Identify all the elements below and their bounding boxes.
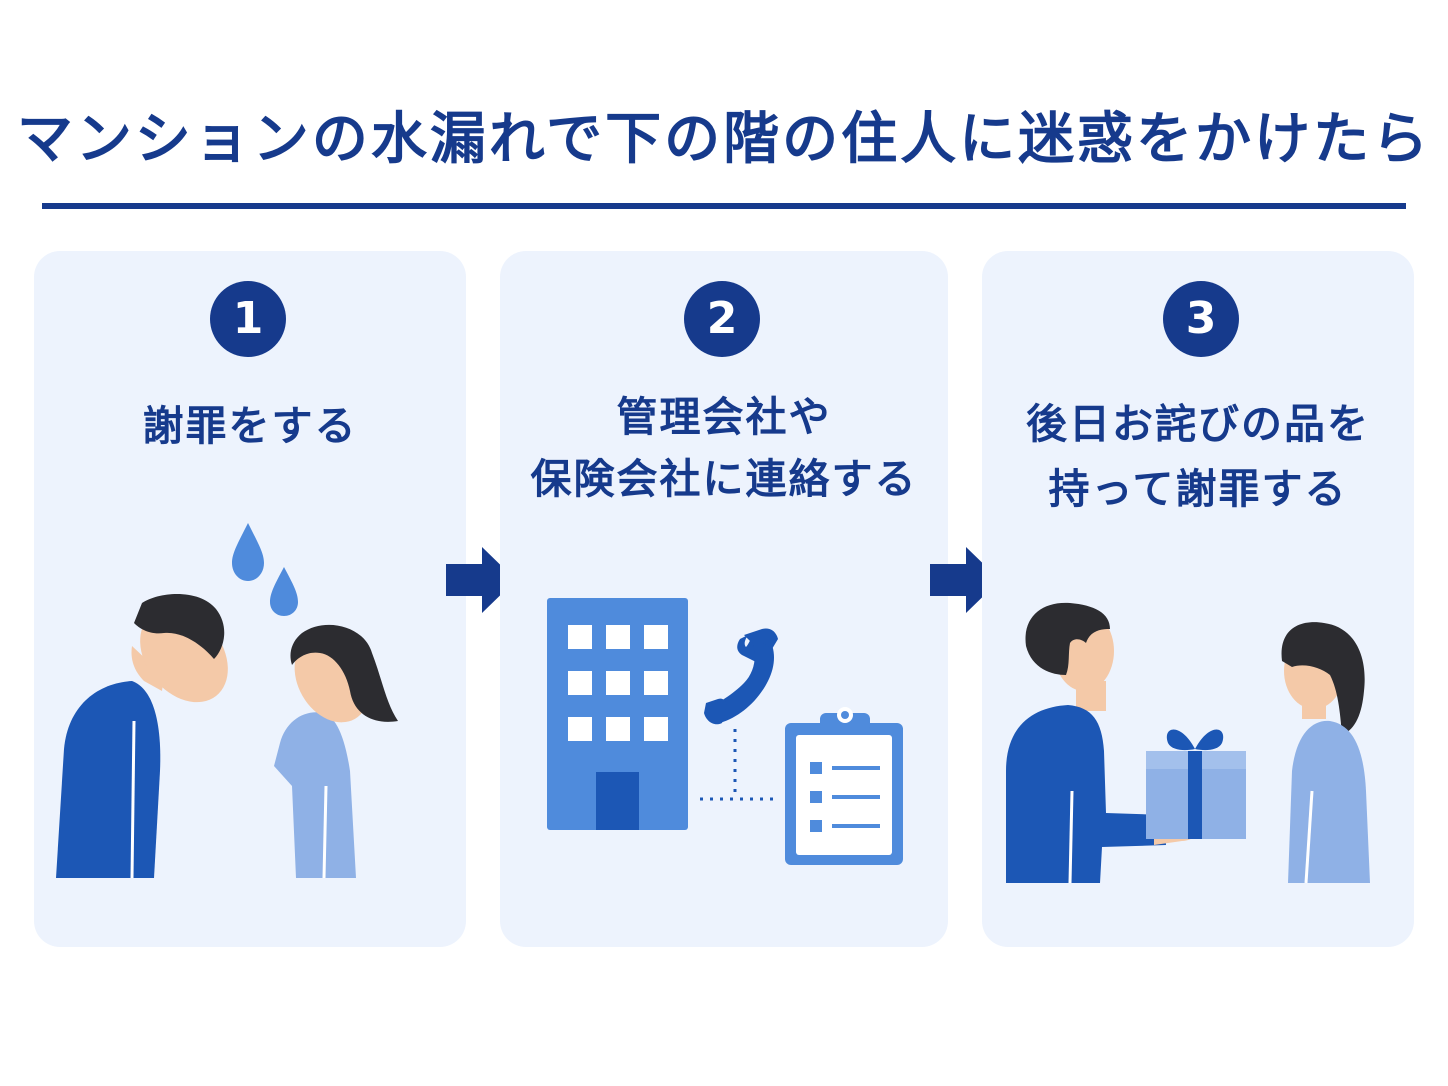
page-title: マンションの水漏れで下の階の住人に迷惑をかけたら [16,107,1432,172]
step-card-2: 2 管理会社や 保険会社に連絡する [500,251,948,947]
step-title-line: 保険会社に連絡する [530,455,918,503]
step-title-line: 後日お詫びの品を [1026,400,1370,448]
title-underline [42,203,1406,209]
step-card-3: 3 後日お詫びの品を 持って謝罪する [982,251,1414,947]
arrow-right-icon [446,547,516,613]
step-title-line: 管理会社や [616,393,832,441]
step-number-badge: 1 [210,281,286,357]
step-title-line: 持って謝罪する [1048,465,1348,513]
bowing-people-with-water-drops-icon [56,523,398,879]
step-number-badge: 2 [684,281,760,357]
step-card-1: 1 謝罪をする [34,251,466,947]
gift-handover-icon [1006,602,1370,884]
step-number-badge: 3 [1163,281,1239,357]
step-title-line: 謝罪をする [142,402,358,450]
building-phone-clipboard-icon [547,598,903,865]
